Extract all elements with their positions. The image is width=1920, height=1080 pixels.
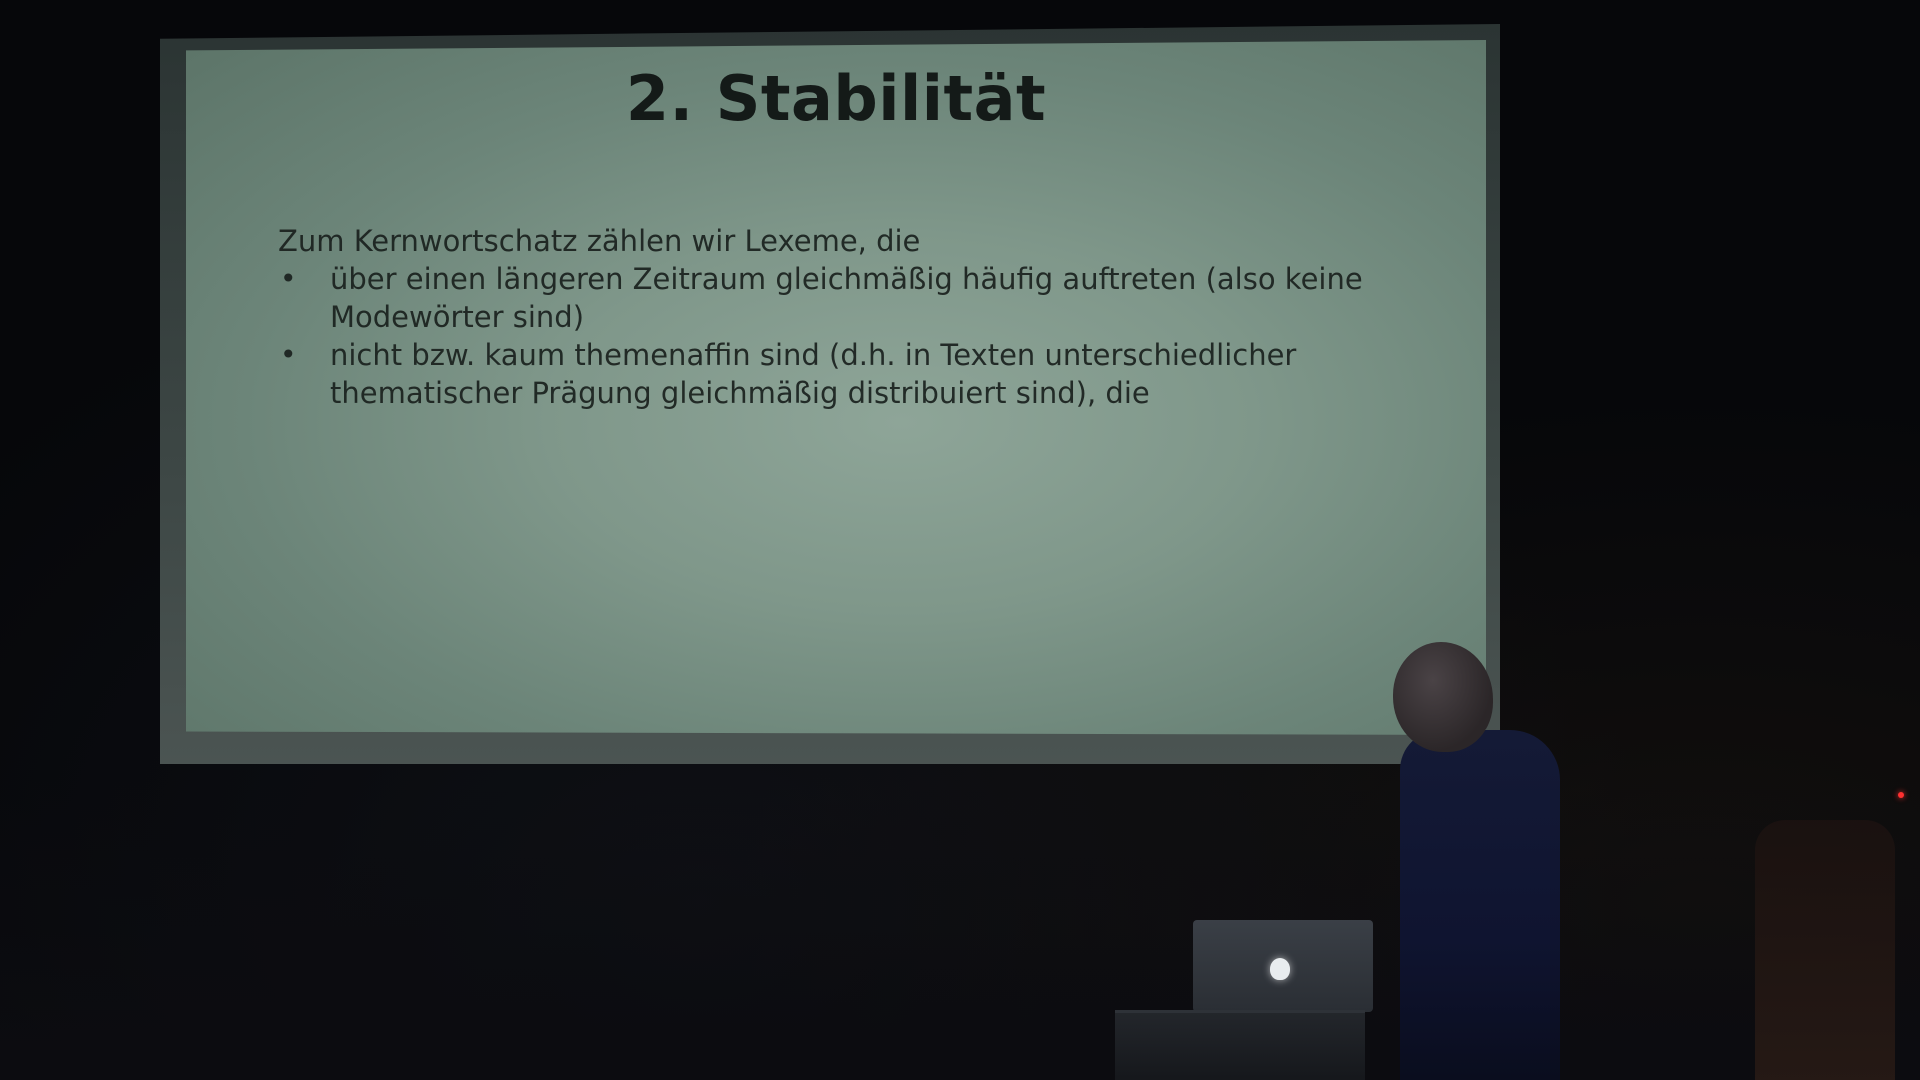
speaker-head	[1393, 642, 1493, 752]
lectern	[1115, 1010, 1365, 1080]
bullet-list: • über einen längeren Zeitraum gleichmäß…	[278, 260, 1398, 412]
bullet-item: • über einen längeren Zeitraum gleichmäß…	[278, 260, 1398, 336]
chair	[1755, 820, 1895, 1080]
apple-logo-icon	[1270, 958, 1290, 980]
bullet-marker: •	[280, 338, 297, 371]
speaker-body	[1400, 730, 1560, 1080]
slide-intro-text: Zum Kernwortschatz zählen wir Lexeme, di…	[278, 224, 921, 258]
bullet-text: über einen längeren Zeitraum gleichmäßig…	[330, 262, 1363, 334]
bullet-marker: •	[280, 262, 297, 295]
presentation-slide: 2. Stabilität Zum Kernwortschatz zählen …	[186, 40, 1486, 735]
bullet-item: • nicht bzw. kaum themenaffin sind (d.h.…	[278, 336, 1398, 412]
slide-title: 2. Stabilität	[625, 62, 1047, 135]
bullet-text: nicht bzw. kaum themenaffin sind (d.h. i…	[330, 338, 1297, 410]
stage-floor	[0, 780, 1920, 1080]
slide-body: Zum Kernwortschatz zählen wir Lexeme, di…	[278, 222, 1398, 412]
indicator-light	[1898, 792, 1904, 798]
